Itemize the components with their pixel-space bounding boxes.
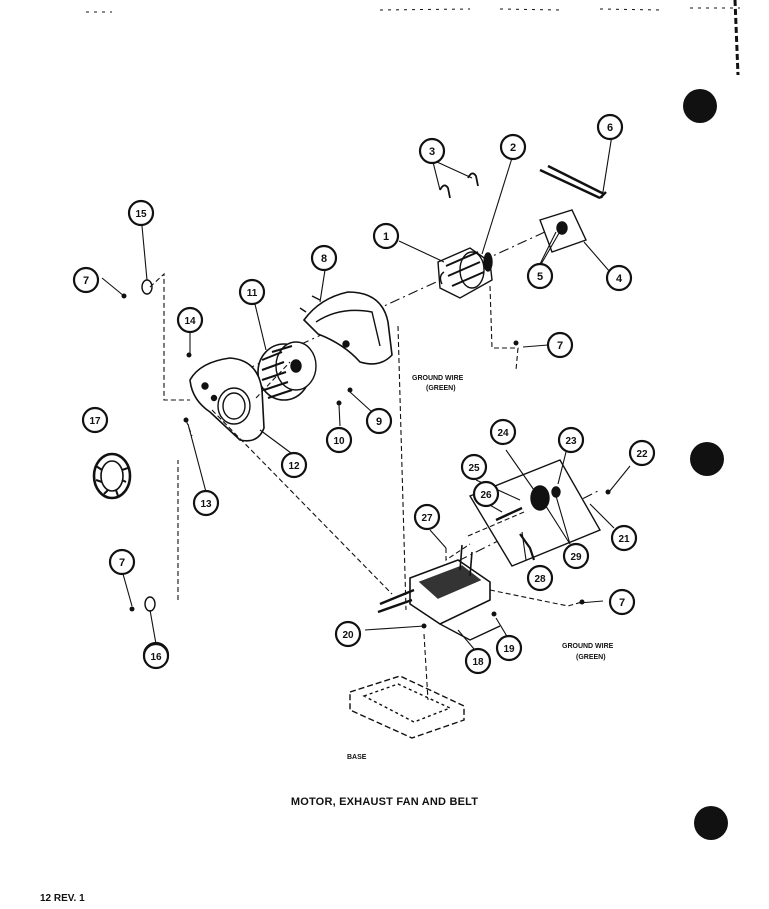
callout-number: 10 <box>333 436 345 447</box>
callout-number: 12 <box>288 461 300 472</box>
callout-number: 2 <box>510 142 516 154</box>
belt <box>92 452 132 500</box>
callout-number: 14 <box>184 316 196 327</box>
figure-caption: MOTOR, EXHAUST FAN AND BELT <box>290 796 479 808</box>
binder-hole-middle <box>690 442 724 476</box>
callout-number: 11 <box>247 288 258 299</box>
callout-28: 28 <box>526 564 554 592</box>
callout-number: 16 <box>150 652 162 663</box>
base <box>349 675 465 739</box>
callout-number: 17 <box>89 416 101 427</box>
ground-wire-upper-line2: (GREEN) <box>426 385 456 392</box>
callout-number: 26 <box>480 490 492 501</box>
callout-13: 13 <box>192 489 220 517</box>
callout-number: 29 <box>570 552 582 563</box>
callout-number: 8 <box>321 253 327 265</box>
motor <box>437 247 493 299</box>
callout-21: 21 <box>610 524 638 552</box>
callout-number: 22 <box>636 449 648 460</box>
motor-clips <box>439 172 479 199</box>
idler-arm <box>539 164 607 200</box>
callout-14: 14 <box>176 306 204 334</box>
callout-number: 15 <box>135 209 147 220</box>
leaders <box>101 134 631 650</box>
callout-number: 9 <box>376 416 382 428</box>
callout-number: 7 <box>557 340 563 352</box>
callout-number: 3 <box>429 146 435 158</box>
callout-2: 2 <box>499 133 527 161</box>
callout-29: 29 <box>562 542 590 570</box>
callout-19: 19 <box>495 634 523 662</box>
blower-wheel <box>257 341 317 401</box>
scan-noise <box>86 7 740 13</box>
callout-9: 9 <box>365 407 393 435</box>
callout-26: 26 <box>472 480 500 508</box>
callout-number: 21 <box>618 534 630 545</box>
callout-number: 7 <box>119 557 125 569</box>
callout-18: 18 <box>464 647 492 675</box>
binder-hole-top <box>683 89 717 123</box>
base-label: BASE <box>347 754 367 761</box>
callout-number: 24 <box>497 428 509 439</box>
center-axis <box>244 224 561 371</box>
callout-27: 27 <box>413 503 441 531</box>
callout-number: 7 <box>83 275 89 287</box>
callout-11: 11 <box>238 278 266 306</box>
callout-12: 12 <box>280 451 308 479</box>
spring-clip-16 <box>144 596 156 612</box>
callout-20: 20 <box>334 620 362 648</box>
motor-mount <box>377 544 501 641</box>
callout-number: 5 <box>537 271 543 283</box>
ground-wire-lower-line1: GROUND WIRE <box>562 643 614 650</box>
fan-housing <box>299 291 393 365</box>
callout-number: 13 <box>200 499 212 510</box>
callout-3: 3 <box>418 137 446 165</box>
callout-24: 24 <box>489 418 517 446</box>
callout-25: 25 <box>460 453 488 481</box>
callout-8: 8 <box>310 244 338 272</box>
callout-number: 19 <box>503 644 515 655</box>
callout-1: 1 <box>372 222 400 250</box>
callout-number: 27 <box>421 513 433 524</box>
callout-17: 17 <box>81 406 109 434</box>
callout-number: 1 <box>383 231 389 243</box>
callout-22: 22 <box>628 439 656 467</box>
callout-15: 15 <box>127 199 155 227</box>
callout-16: 16 <box>142 642 170 670</box>
callout-number: 20 <box>342 630 354 641</box>
mount-plate <box>539 209 587 253</box>
callout-number: 18 <box>472 657 484 668</box>
scan-edge-right <box>733 0 740 76</box>
housing-cover <box>189 357 265 442</box>
page-number: 12 REV. 1 <box>40 893 85 904</box>
callout-number: 6 <box>607 122 613 134</box>
callout-number: 28 <box>534 574 546 585</box>
callout-number: 25 <box>468 463 480 474</box>
callout-number: 23 <box>565 436 577 447</box>
callout-5: 5 <box>526 262 554 290</box>
callout-6: 6 <box>596 113 624 141</box>
callout-10: 10 <box>325 426 353 454</box>
callout-4: 4 <box>605 264 633 292</box>
ground-wire-lower-line2: (GREEN) <box>576 654 606 661</box>
callout-7: 7 <box>608 588 636 616</box>
callout-number: 7 <box>619 597 625 609</box>
callout-23: 23 <box>557 426 585 454</box>
callout-7: 7 <box>546 331 574 359</box>
ground-wire-upper-line1: GROUND WIRE <box>412 375 464 382</box>
binder-hole-bottom <box>694 806 728 840</box>
callout-7: 7 <box>108 548 136 576</box>
callout-number: 4 <box>616 273 623 285</box>
callout-7: 7 <box>72 266 100 294</box>
